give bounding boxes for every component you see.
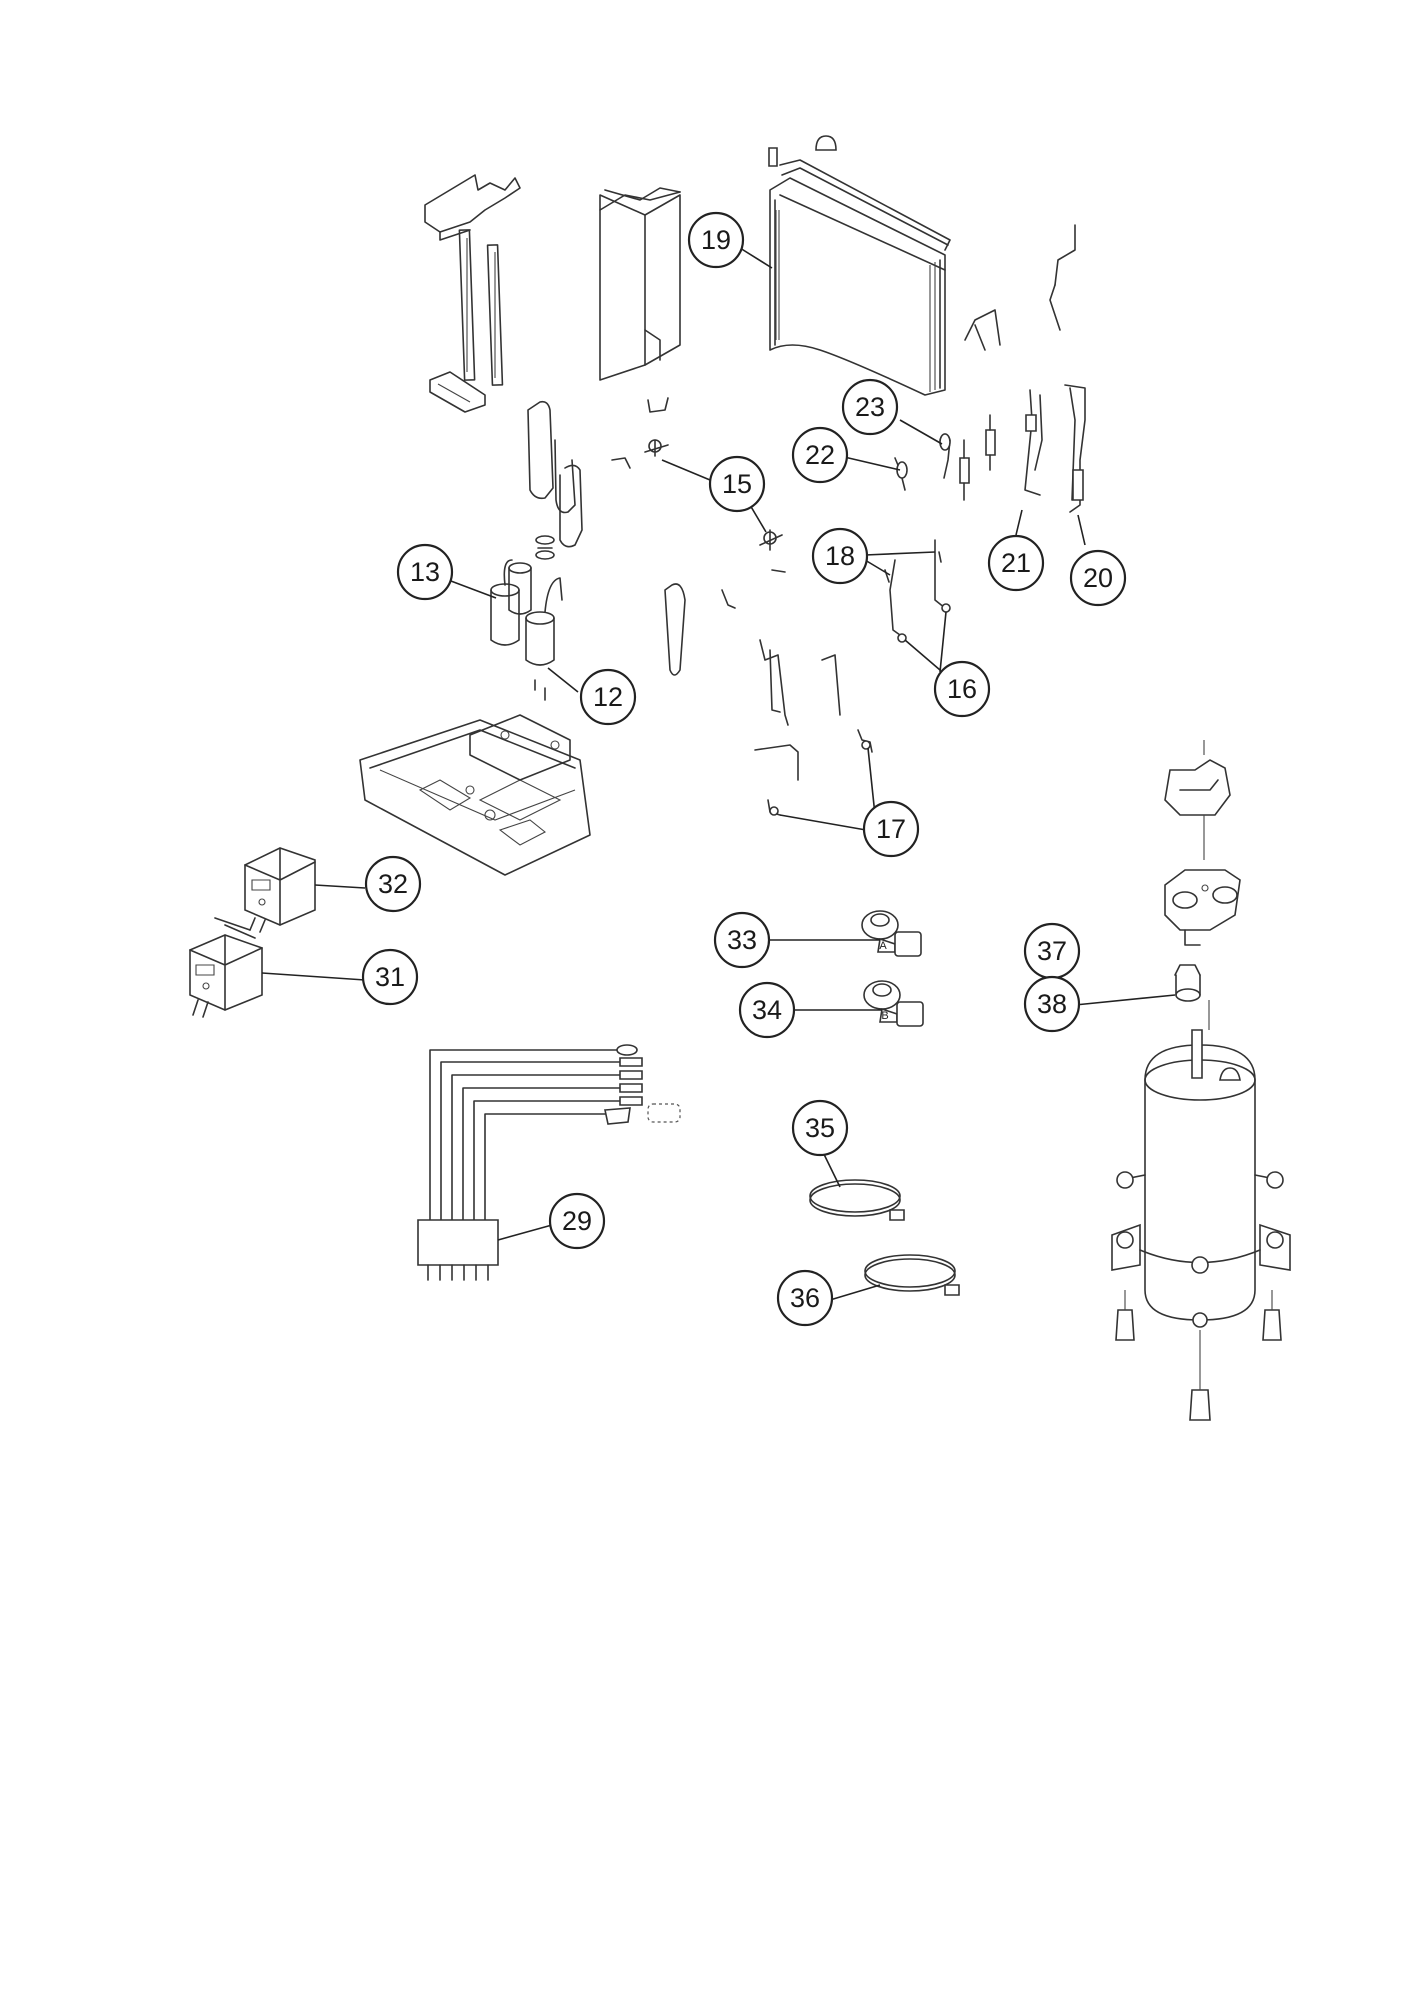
partition-panel-part [600,188,680,380]
callout-29-label: 29 [562,1206,592,1236]
callout-35: 35 [791,1099,849,1157]
compressor-bolt-part [1117,1172,1283,1327]
pipe-loop-part [560,465,582,546]
callout-34: 34 [738,981,796,1039]
coil-cap-dome-part [816,136,836,150]
callout-22: 22 [791,426,849,484]
callout-21-label: 21 [1001,548,1031,578]
thermistor-38-part [1175,965,1200,1001]
callout-19: 19 [687,211,745,269]
callout-33-label: 33 [727,925,757,955]
pipe-piece-part [755,745,798,780]
coil-b-letter: B [881,1010,888,1022]
callout-18-label: 18 [825,541,855,571]
strainer-part [960,440,969,500]
pipe-piece-part [1050,225,1075,330]
coil-34-part: B [864,981,923,1026]
callout-19-label: 19 [701,225,731,255]
accumulator-part [491,584,519,645]
callout-37-label: 37 [1037,936,1067,966]
cable-part [215,918,255,938]
top-rod-part [600,192,680,210]
wire-harness-part [418,1045,680,1280]
compressor-rubber-part [535,680,545,700]
callout-33: 33 [713,911,771,969]
coil-a-letter: A [879,940,887,952]
compressor-foot-part [1116,1290,1281,1420]
base-pan-part [360,720,590,875]
callout-32: 32 [364,855,422,913]
valve-22-part [895,458,907,490]
callout-34-label: 34 [752,995,782,1025]
terminal-plate-part [1165,870,1240,945]
leader-lines [261,247,1176,1301]
callout-31-label: 31 [375,962,405,992]
valve-17a-part [858,730,872,752]
callout-18: 18 [811,527,869,585]
pipe-loop-part [760,640,788,725]
pipe-piece-part [722,590,735,608]
pipe-loop-part [665,584,685,675]
callout-36-label: 36 [790,1283,820,1313]
callout-22-label: 22 [805,440,835,470]
callout-15: 15 [708,455,766,513]
callout-23-label: 23 [855,392,885,422]
callout-17-label: 17 [876,814,906,844]
muffler-part [536,536,554,559]
pipe-piece-part [822,655,840,715]
callout-20-label: 20 [1083,563,1113,593]
terminal-cover-part [1165,740,1230,860]
callout-17: 17 [862,800,920,858]
callout-15-label: 15 [722,469,752,499]
band-35-part [810,1180,904,1220]
callout-32-label: 32 [378,869,408,899]
callout-38-label: 38 [1037,989,1067,1019]
callout-29: 29 [548,1192,606,1250]
callout-20: 20 [1069,549,1127,607]
pipe-u-part [648,398,668,412]
pipe-piece-part [504,560,562,612]
heat-exchanger-coil-part [770,160,950,395]
coil-33-part: A [862,911,921,956]
callout-12-label: 12 [593,682,623,712]
callout-36: 36 [776,1269,834,1327]
receiver-part [509,563,531,614]
strainer-part [986,415,995,470]
band-36-part [865,1255,959,1295]
callout-23: 23 [841,378,899,436]
pipe-piece-part [935,540,950,612]
callout-16-label: 16 [947,674,977,704]
callout-38: 38 [1023,975,1081,1033]
valve-23-part [940,434,950,478]
side-rail-right-part [488,245,503,385]
control-box-32-part [245,848,315,932]
pipe-piece-part [772,570,785,572]
valve-15b-part [760,530,782,550]
pipe-elbow-part [612,458,630,468]
pipe-piece-part [965,310,1000,350]
compressor-small-part [526,612,554,665]
bottom-bracket-part [430,372,485,412]
coil-cap-small-part [769,148,777,166]
pipe-loop-part [528,402,575,513]
valve-15a-part [645,440,668,456]
callout-13-label: 13 [410,557,440,587]
valve-21-part [1025,390,1042,495]
callout-13: 13 [396,543,454,601]
callout-37: 37 [1023,922,1081,980]
callout-31: 31 [361,948,419,1006]
valve-17b-part [768,800,780,815]
top-bracket-part [425,175,520,240]
side-rail-left-part [459,230,474,380]
valve-20-part [1065,385,1085,512]
control-box-31-part [190,935,262,1017]
compressor-base-plate-part [470,715,570,780]
callout-35-label: 35 [805,1113,835,1143]
callout-21: 21 [987,534,1045,592]
callout-16: 16 [933,660,991,718]
pipe-piece-part [890,560,906,642]
callout-12: 12 [579,668,637,726]
